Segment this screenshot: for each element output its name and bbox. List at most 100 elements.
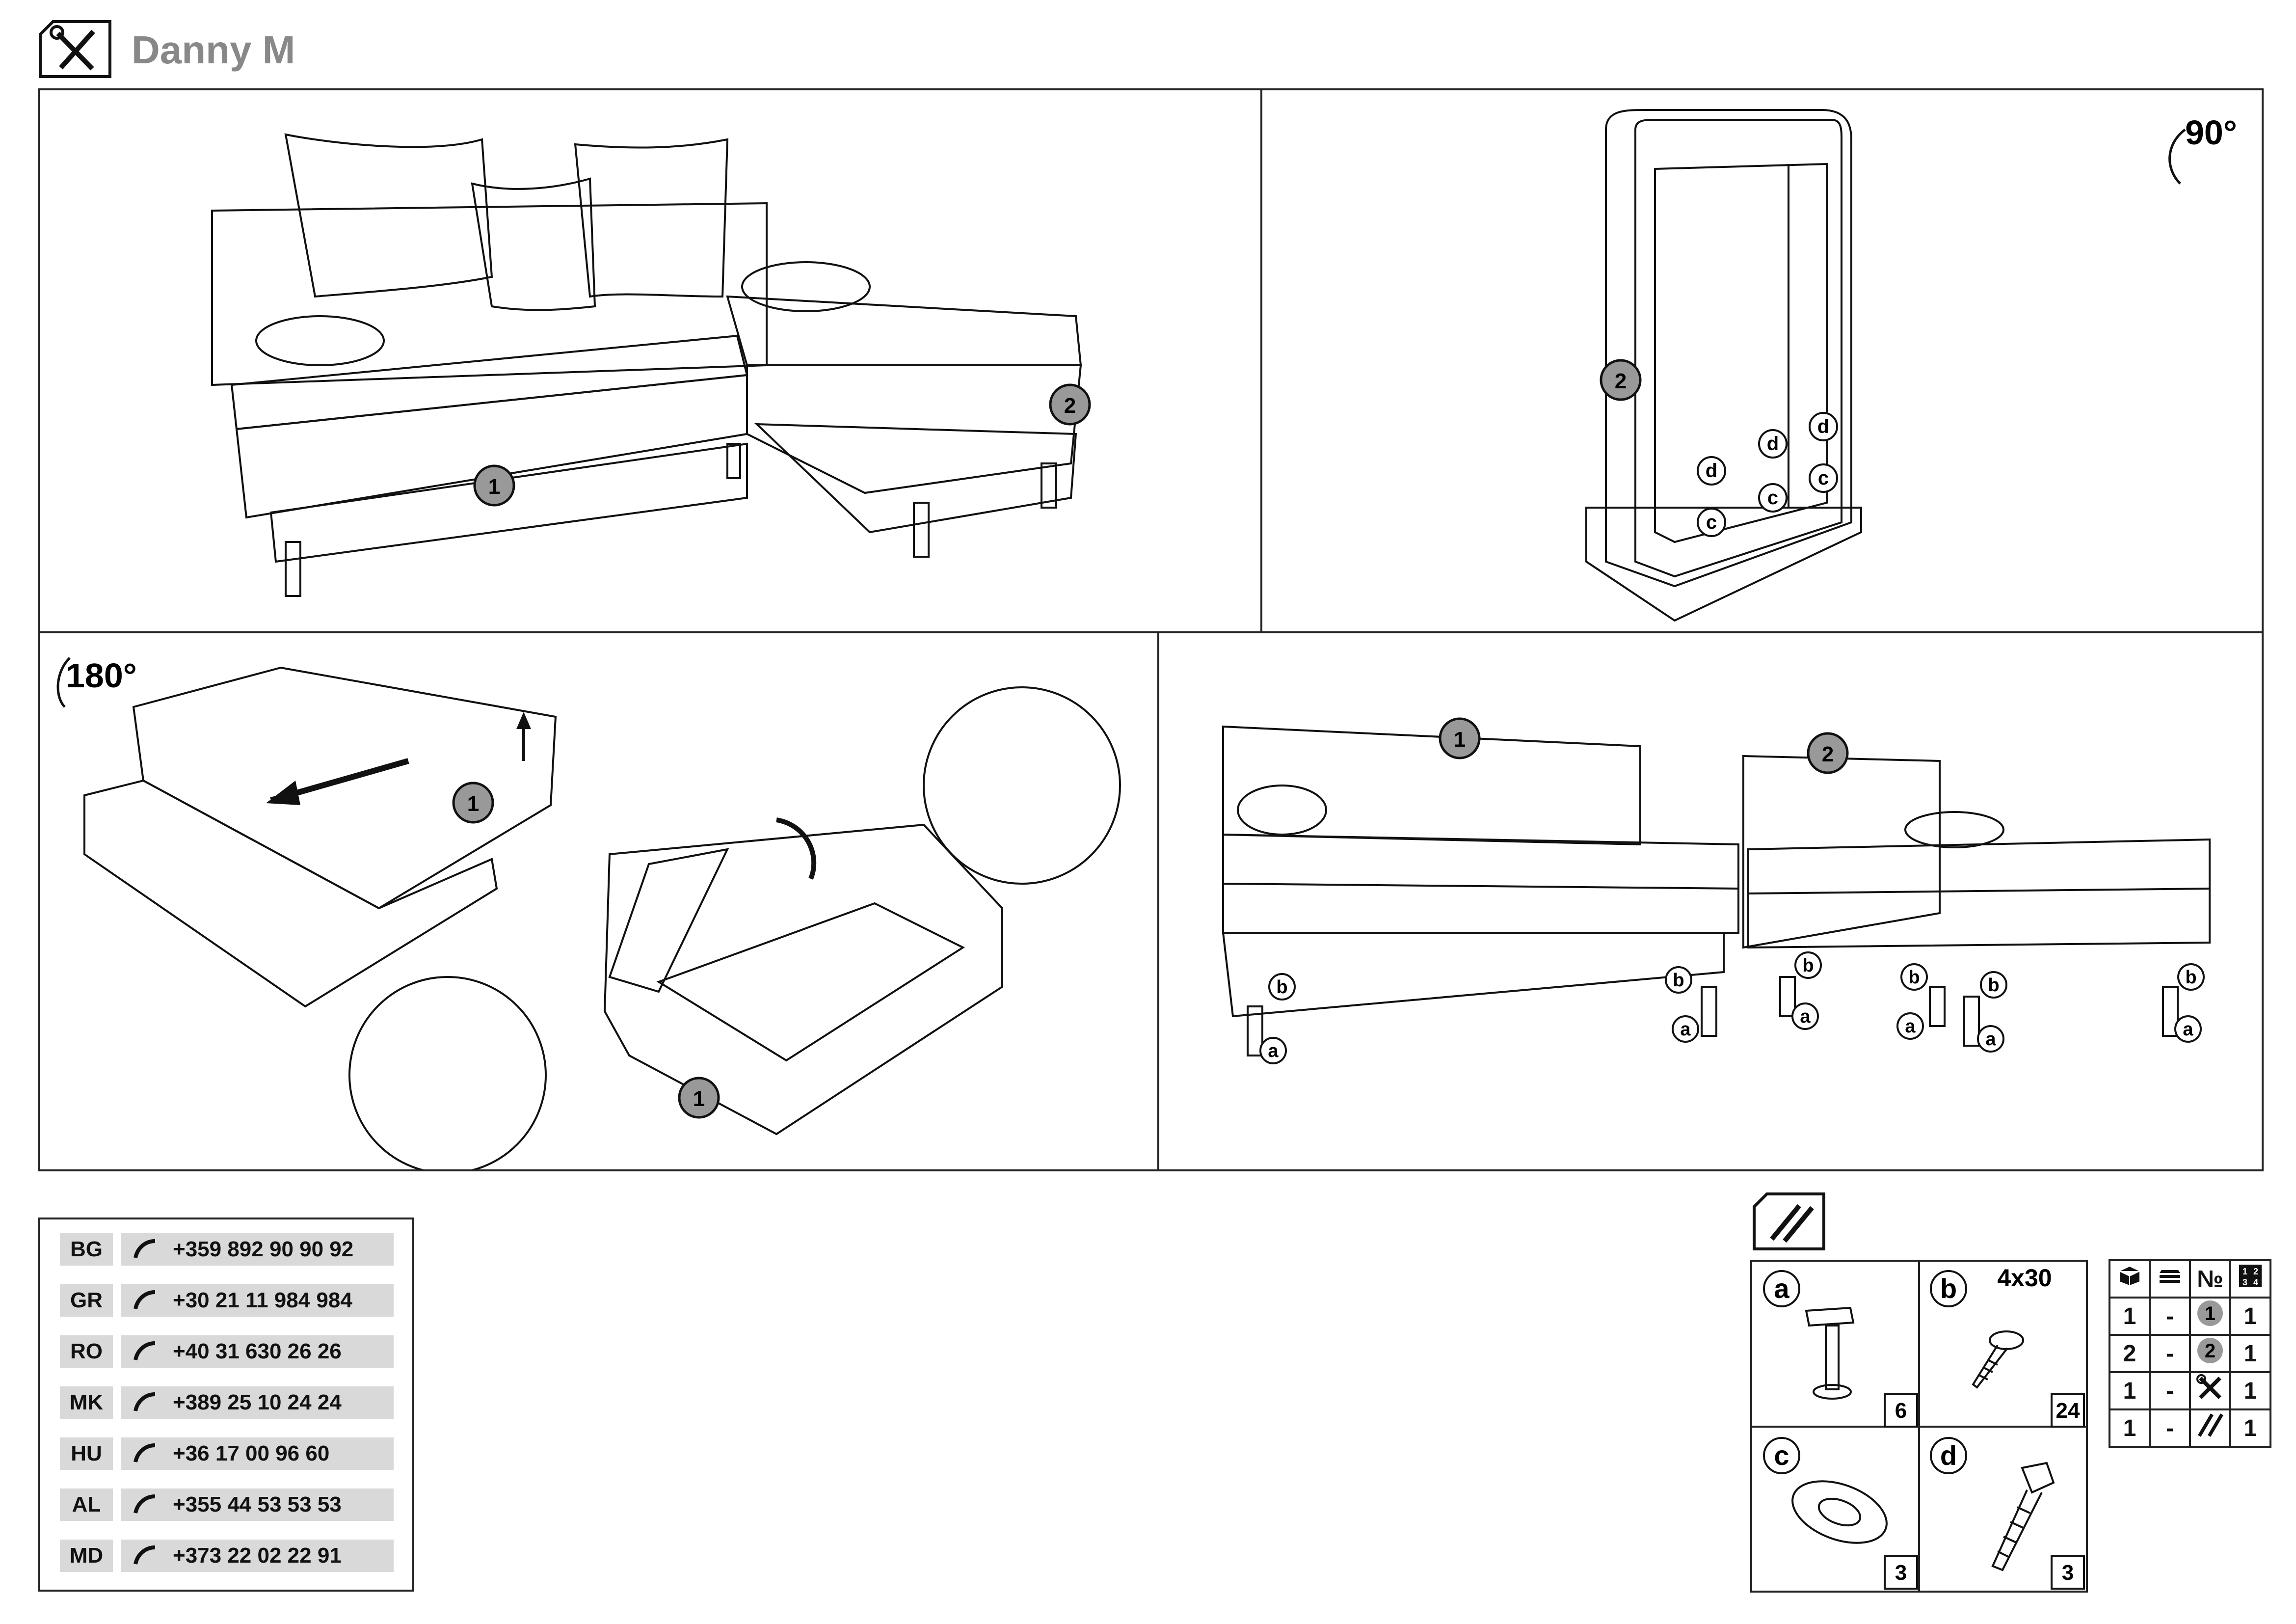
dash: - [2149, 1371, 2191, 1410]
hw-a-label: a [1774, 1273, 1789, 1304]
upright-chaise-drawing: 2 d c d c d c 90° [1585, 109, 2237, 622]
dash: - [2149, 1334, 2191, 1373]
hw-b-marker: b [1802, 955, 1814, 976]
hw-a-marker: a [1680, 1019, 1691, 1040]
dash: - [2149, 1297, 2191, 1336]
part-2-marker-upright: 2 [1615, 369, 1627, 393]
package-row: 1 - 1 1 [2109, 1297, 2271, 1336]
hw-c-label: c [1774, 1440, 1789, 1471]
washer-icon [1791, 1480, 1888, 1544]
sofa-overview-drawing: 1 2 [211, 133, 1091, 597]
phone-icon [133, 1494, 156, 1514]
item-qty: 1 [2229, 1297, 2271, 1336]
rotate-arrow-icon [2168, 129, 2186, 185]
package-row: 2 - 2 1 [2109, 1334, 2271, 1373]
item-qty: 1 [2229, 1408, 2271, 1448]
hw-c-qty: 3 [1895, 1561, 1907, 1585]
hw-c-marker: c [1818, 467, 1829, 489]
part-2-marker: 2 [1822, 742, 1834, 766]
package-count: 1 [2109, 1371, 2151, 1410]
hw-d-marker: d [1817, 416, 1829, 437]
part-1-marker: 1 [467, 792, 479, 816]
rotate-180-label: 180° [66, 656, 137, 695]
hw-a-marker: a [1905, 1016, 1916, 1037]
hw-d-marker: d [1706, 460, 1717, 482]
package-count: 2 [2109, 1334, 2151, 1373]
part-1-marker: 1 [693, 1087, 705, 1111]
package-count: 1 [2109, 1297, 2151, 1336]
phone-icon [133, 1239, 156, 1259]
hw-d-label: d [1940, 1440, 1957, 1471]
leg-icon [1805, 1306, 1855, 1400]
hw-c-marker: c [1767, 487, 1778, 509]
phone-number: +389 25 10 24 24 [173, 1390, 342, 1414]
hw-b-qty: 24 [2056, 1399, 2080, 1423]
part-1-marker: 1 [2205, 1303, 2216, 1325]
hw-a-qty: 6 [1895, 1399, 1907, 1423]
hw-b-size: 4x30 [1997, 1264, 2052, 1292]
phone-number: +373 22 02 22 91 [173, 1543, 342, 1568]
country-code: GR [60, 1284, 113, 1317]
hw-b-marker: b [1908, 967, 1920, 988]
hw-d-marker: d [1767, 433, 1779, 455]
item-qty: 1 [2229, 1334, 2271, 1373]
number-sign: № [2189, 1259, 2231, 1299]
hw-a-marker: a [1800, 1006, 1811, 1027]
storage-lift-drawing: 180° 1 1 [56, 656, 1121, 1169]
country-code: HU [60, 1437, 113, 1470]
phone-number: +359 892 90 90 92 [173, 1237, 354, 1261]
svg-text:3: 3 [2243, 1277, 2247, 1287]
hw-b-marker: b [1276, 977, 1287, 998]
hw-b-marker: b [2185, 967, 2196, 988]
leg-assembly-drawing: 1 2 b a b a b a b a b a b a [1222, 717, 2211, 1064]
package-row: 1 - 1 [2109, 1408, 2271, 1448]
phone-icon [133, 1341, 156, 1361]
hardware-bag-icon [2197, 1413, 2224, 1437]
country-code: MK [60, 1386, 113, 1419]
rotate-90-label: 90° [2185, 113, 2237, 152]
hw-a-marker: a [2183, 1019, 2193, 1040]
hw-d-qty: 3 [2062, 1561, 2074, 1585]
hardware-bag-icon [1753, 1192, 1825, 1250]
part-2-marker: 2 [2205, 1340, 2216, 1362]
item-qty: 1 [2229, 1371, 2271, 1410]
package-count: 1 [2109, 1408, 2151, 1448]
phone-number: +355 44 53 53 53 [173, 1492, 342, 1516]
phone-icon [133, 1443, 156, 1463]
hw-b-label: b [1940, 1273, 1957, 1304]
svg-text:4: 4 [2253, 1277, 2258, 1287]
hardware-grid-drawing: a b c d 4x30 6 24 3 3 [1763, 1264, 2085, 1590]
hw-c-marker: c [1706, 512, 1717, 533]
package-row: 1 - 1 [2109, 1371, 2271, 1410]
phone-number: +30 21 11 984 984 [173, 1288, 352, 1312]
page-title: Danny M [132, 28, 295, 72]
rotate-arrow-icon [56, 657, 71, 708]
phone-number: +36 17 00 96 60 [173, 1441, 330, 1465]
country-code: RO [60, 1335, 113, 1368]
phone-icon [133, 1545, 156, 1565]
hw-a-marker: a [1985, 1029, 1996, 1050]
country-code: MD [60, 1540, 113, 1572]
country-code: AL [60, 1489, 113, 1521]
svg-text:1: 1 [2243, 1267, 2247, 1276]
hw-b-marker: b [1673, 970, 1684, 991]
bolt-icon [1991, 1462, 2055, 1571]
dash: - [2149, 1408, 2191, 1448]
part-1-marker: 1 [1454, 728, 1466, 752]
phone-number: +40 31 630 26 26 [173, 1339, 342, 1363]
hw-b-marker: b [1988, 975, 1999, 996]
tools-icon [2196, 1374, 2221, 1399]
tools-icon [39, 20, 111, 78]
phone-icon [133, 1290, 156, 1310]
contact-box: BG +359 892 90 90 92 GR +30 21 11 984 98… [38, 1218, 414, 1592]
part-2-marker: 2 [1064, 394, 1076, 418]
panel-legs [1157, 631, 2264, 1171]
box-icon [2119, 1265, 2140, 1287]
hw-a-marker: a [1268, 1041, 1279, 1061]
phone-icon [133, 1392, 156, 1412]
svg-text:2: 2 [2253, 1267, 2258, 1276]
stack-icon [2160, 1270, 2180, 1283]
country-code: BG [60, 1233, 113, 1266]
